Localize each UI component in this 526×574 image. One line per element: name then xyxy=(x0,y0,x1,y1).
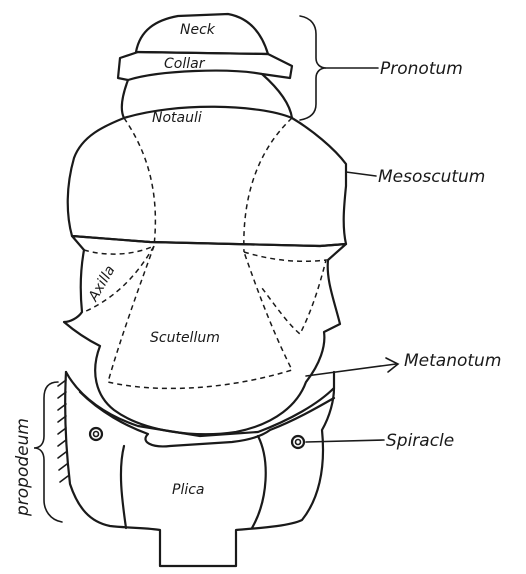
notaulus-left xyxy=(124,118,155,246)
metanotum-leader xyxy=(306,364,396,376)
label-notauli: Notauli xyxy=(152,110,202,126)
label-axilla: Axilla xyxy=(85,263,118,305)
mesoscutum-body xyxy=(68,107,346,246)
label-collar: Collar xyxy=(164,56,206,72)
notaulus-right xyxy=(244,118,292,252)
label-neck: Neck xyxy=(180,22,216,38)
propodeum-bracket xyxy=(34,382,62,522)
label-propodeum: propodeum xyxy=(13,418,33,517)
label-pronotum: Pronotum xyxy=(380,59,463,79)
spiracle-leader xyxy=(306,440,384,442)
spiracle-left xyxy=(90,428,102,440)
axilla-right xyxy=(244,252,326,334)
scutellum-inner xyxy=(108,246,292,388)
pronotum-bracket xyxy=(300,16,326,120)
label-metanotum: Metanotum xyxy=(404,351,501,371)
mesoscutum-leader xyxy=(346,172,376,176)
label-scutellum: Scutellum xyxy=(150,330,220,346)
collar-segment xyxy=(118,52,292,80)
label-mesoscutum: Mesoscutum xyxy=(378,167,485,187)
label-plica: Plica xyxy=(172,482,205,498)
label-spiracle: Spiracle xyxy=(386,431,454,451)
spiracle-right xyxy=(292,436,304,448)
